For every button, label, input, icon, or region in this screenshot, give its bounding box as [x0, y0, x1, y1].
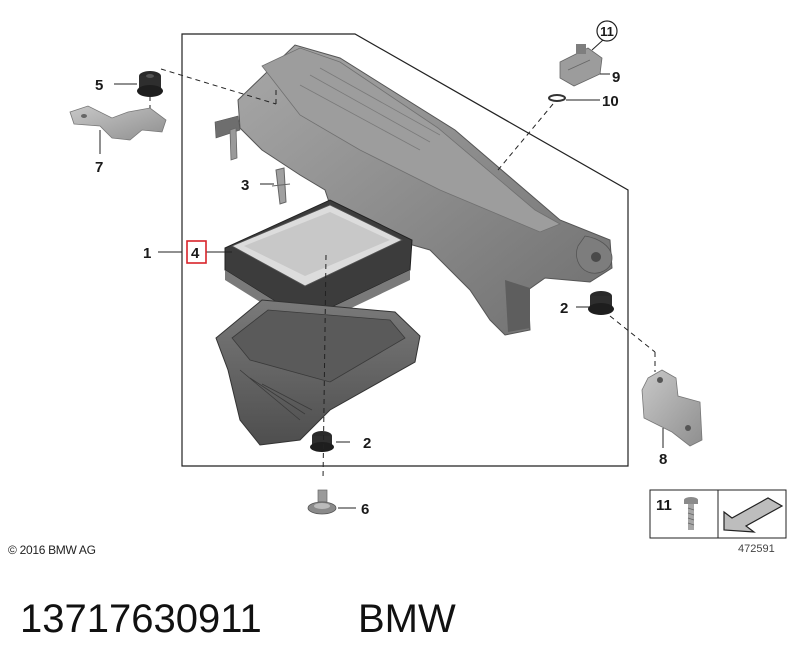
part-number: 13717630911 — [20, 597, 262, 641]
callout-11-circle — [596, 20, 618, 42]
assembly-lines — [149, 68, 656, 481]
legend-number: 11 — [656, 497, 672, 514]
callout-2-lower: 2 — [363, 435, 371, 452]
callout-5: 5 — [95, 77, 103, 94]
copyright-notice: © 2016 BMW AG — [8, 543, 96, 557]
bolt-icon — [684, 497, 698, 530]
callout-11: 11 — [600, 24, 614, 39]
clip-part-3 — [271, 167, 291, 205]
seal-part-10 — [548, 94, 566, 102]
bracket-part-8 — [641, 369, 703, 447]
callout-10: 10 — [602, 93, 619, 110]
sensor-part-9 — [559, 44, 603, 87]
callout-9: 9 — [612, 69, 620, 86]
leader-lines — [99, 39, 664, 509]
callout-4: 4 — [191, 245, 200, 262]
grommet-part-6 — [307, 489, 337, 515]
callout-3: 3 — [241, 177, 249, 194]
air-filter-cover — [214, 44, 613, 336]
callout-8: 8 — [659, 451, 667, 468]
arrow-pointer-icon — [723, 497, 784, 533]
rubber-mount-bottom — [310, 431, 334, 452]
legend-box: 11 472591 — [649, 489, 787, 555]
diagram-id: 472591 — [738, 543, 775, 555]
assembly-frame — [181, 33, 629, 467]
clip-upper — [229, 127, 238, 161]
rubber-mount-part-5 — [137, 71, 163, 97]
callout-2-upper: 2 — [560, 300, 568, 317]
brand-name: BMW — [358, 597, 456, 641]
callout-6: 6 — [361, 501, 369, 518]
bracket-part-7 — [69, 105, 167, 141]
highlight-box — [186, 240, 207, 264]
rubber-mount-top-right — [588, 291, 614, 315]
air-filter-housing-lower — [215, 299, 421, 446]
callout-7: 7 — [95, 159, 103, 176]
callout-1: 1 — [143, 245, 151, 262]
